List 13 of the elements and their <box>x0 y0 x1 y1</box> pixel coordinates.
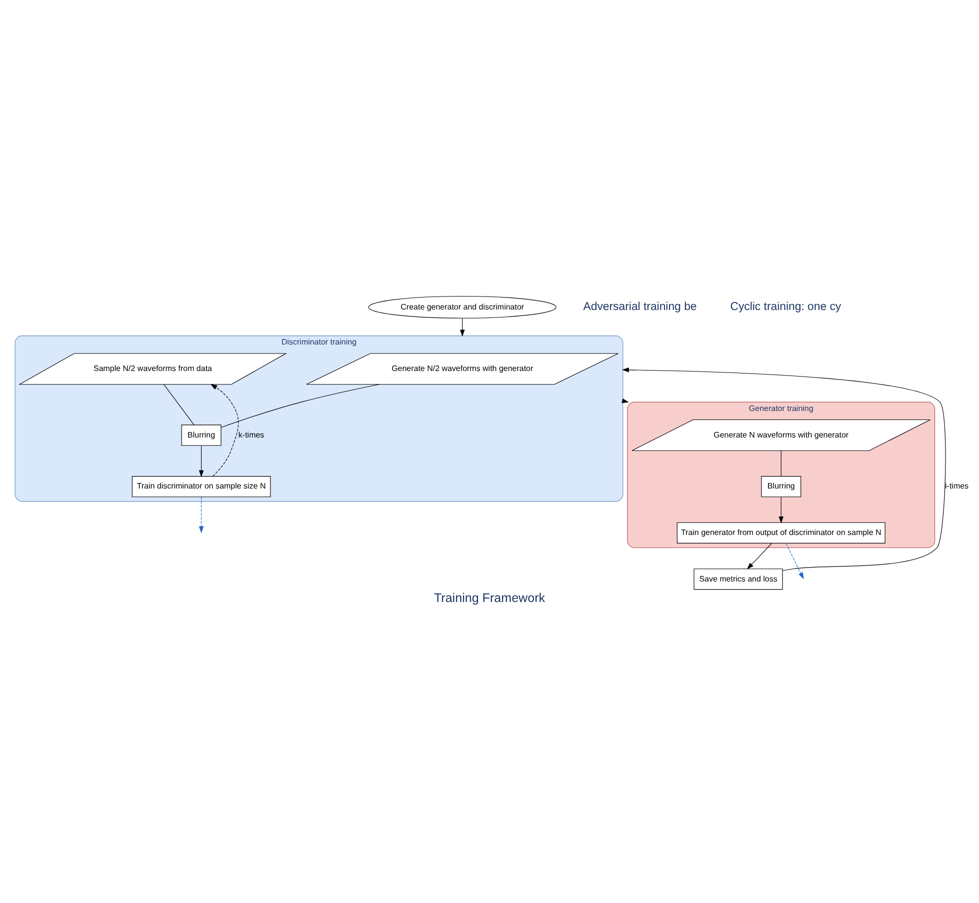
caption: Training Framework <box>434 590 546 604</box>
arrow <box>198 496 204 533</box>
arrow <box>778 496 784 523</box>
label: Cyclic training: one cy <box>730 300 842 313</box>
arrow <box>460 318 465 336</box>
connector <box>220 384 380 428</box>
label: Adversarial training be <box>583 300 697 313</box>
arrow <box>746 542 772 569</box>
arrow <box>198 444 204 477</box>
arrow <box>786 542 804 579</box>
connector <box>164 384 194 425</box>
arrow <box>210 383 239 476</box>
connector <box>780 450 782 476</box>
